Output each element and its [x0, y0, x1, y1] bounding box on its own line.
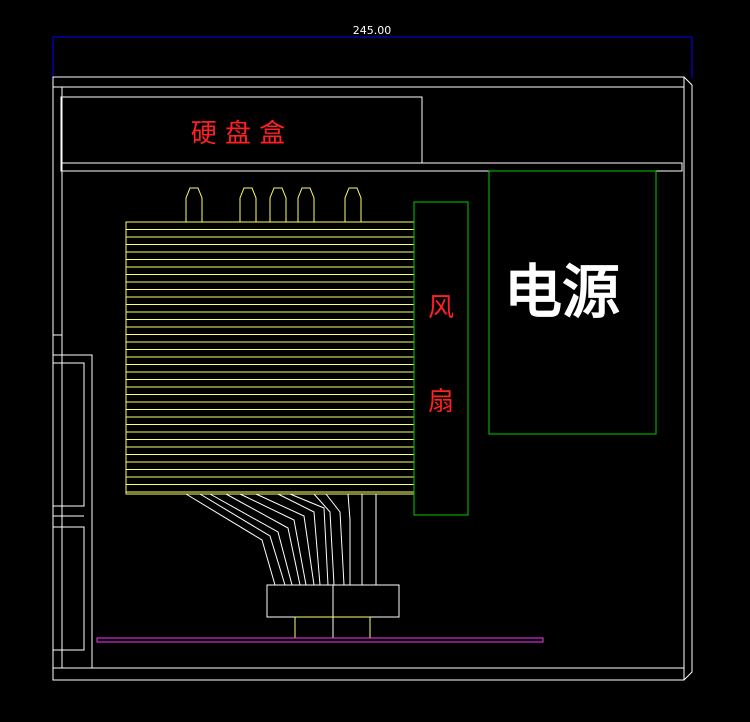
motherboard: [96, 637, 544, 643]
heatpipe-tip-5: [344, 187, 362, 222]
heatpipe-tips: [185, 187, 362, 222]
heatpipe-lower-2a: [209, 493, 293, 586]
heatpipe-tip-3: [269, 187, 287, 222]
fan: 风 扇: [413, 201, 469, 516]
chassis-outline: [52, 76, 693, 681]
front-bay-outer: [52, 354, 93, 669]
heatpipe-lower-6a: [347, 493, 351, 585]
heatpipe-tip-4: [297, 187, 315, 222]
heatpipe-lower-5a: [313, 493, 335, 586]
heatsink-fins: [126, 229, 414, 493]
dimension-value: 245.00: [353, 24, 392, 37]
heatpipe-lower-1b: [199, 493, 286, 586]
power-supply-label: 电源: [504, 258, 620, 326]
front-bay-upper: [52, 362, 85, 507]
front-bay-lower: [52, 526, 85, 651]
heatpipe-lower-2b: [225, 493, 301, 586]
hdd-box-label: 硬 盘 盒: [191, 119, 286, 149]
heatpipe-tip-2: [239, 187, 257, 222]
heatpipe-lower-1a: [185, 493, 276, 586]
heatpipe-lower-5b: [325, 493, 345, 586]
fan-label-char-2: 扇: [428, 387, 454, 417]
hdd-shelf: [60, 162, 683, 172]
power-supply-outline: [488, 170, 657, 435]
fan-outline: [413, 201, 469, 516]
heatpipe-lower-3b: [255, 493, 315, 586]
heatpipe-lower-4a: [277, 493, 321, 586]
heatpipes-lower: [185, 493, 377, 586]
front-panel-bays: [52, 334, 93, 669]
heatpipe-tip-1: [185, 187, 203, 222]
power-supply: 电源: [488, 170, 657, 435]
heatsink-body: [125, 221, 415, 495]
chassis-frame: [52, 76, 693, 681]
hdd-box: 硬 盘 盒: [60, 96, 683, 172]
fan-label-char-1: 风: [428, 293, 454, 323]
heatpipe-lower-4b: [289, 493, 329, 586]
dimension-annotation: 245.00: [52, 24, 693, 78]
cpu-heatsink: [125, 221, 415, 495]
heatpipe-lower-3a: [239, 493, 307, 586]
cpu-socket: [266, 584, 400, 639]
